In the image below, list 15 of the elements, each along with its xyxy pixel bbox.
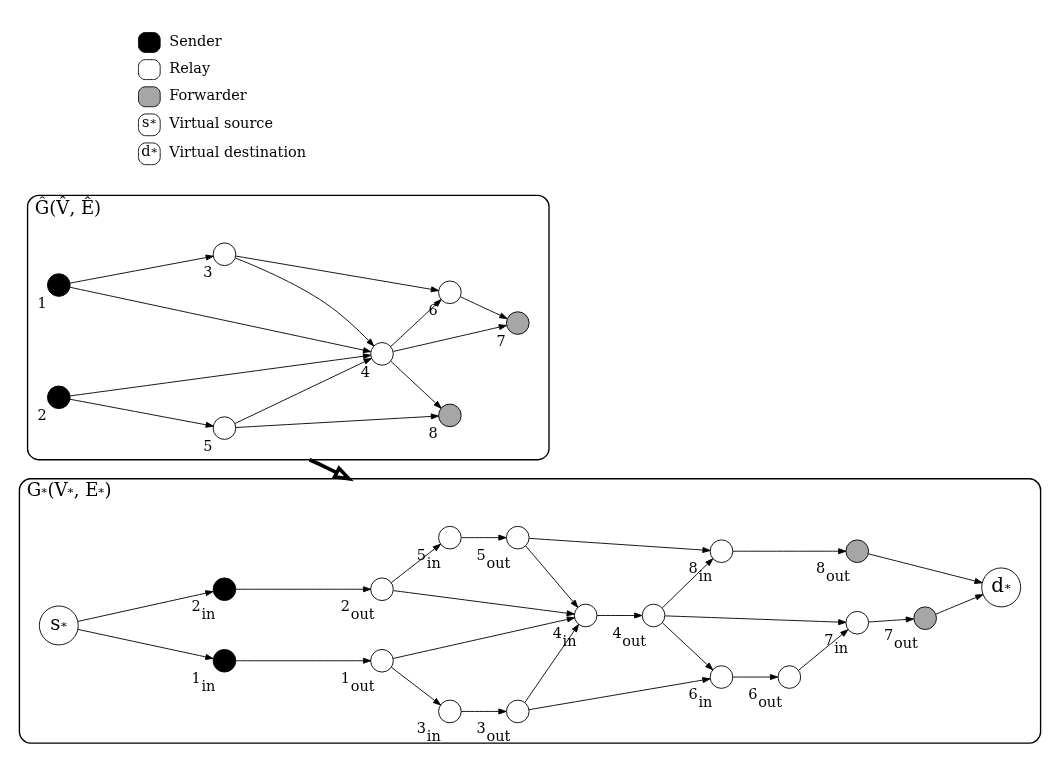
node-label: 7 bbox=[496, 332, 506, 349]
legend-label: Virtual source bbox=[169, 114, 274, 131]
label: d* bbox=[141, 142, 158, 159]
node-label: 6 bbox=[428, 301, 438, 318]
node-label: 8 bbox=[428, 424, 438, 441]
node-label: 2 bbox=[37, 406, 47, 423]
legend-label: Sender bbox=[169, 32, 222, 49]
node-label: 3 bbox=[203, 263, 213, 280]
legend-label: Forwarder bbox=[169, 86, 247, 103]
node-label: 5 bbox=[203, 437, 213, 454]
node-label: 4 bbox=[360, 363, 370, 380]
node-label: 1 bbox=[37, 294, 47, 311]
label: s* bbox=[142, 113, 157, 130]
legend-label: Virtual destination bbox=[169, 143, 307, 160]
legend-label: Relay bbox=[169, 59, 211, 76]
